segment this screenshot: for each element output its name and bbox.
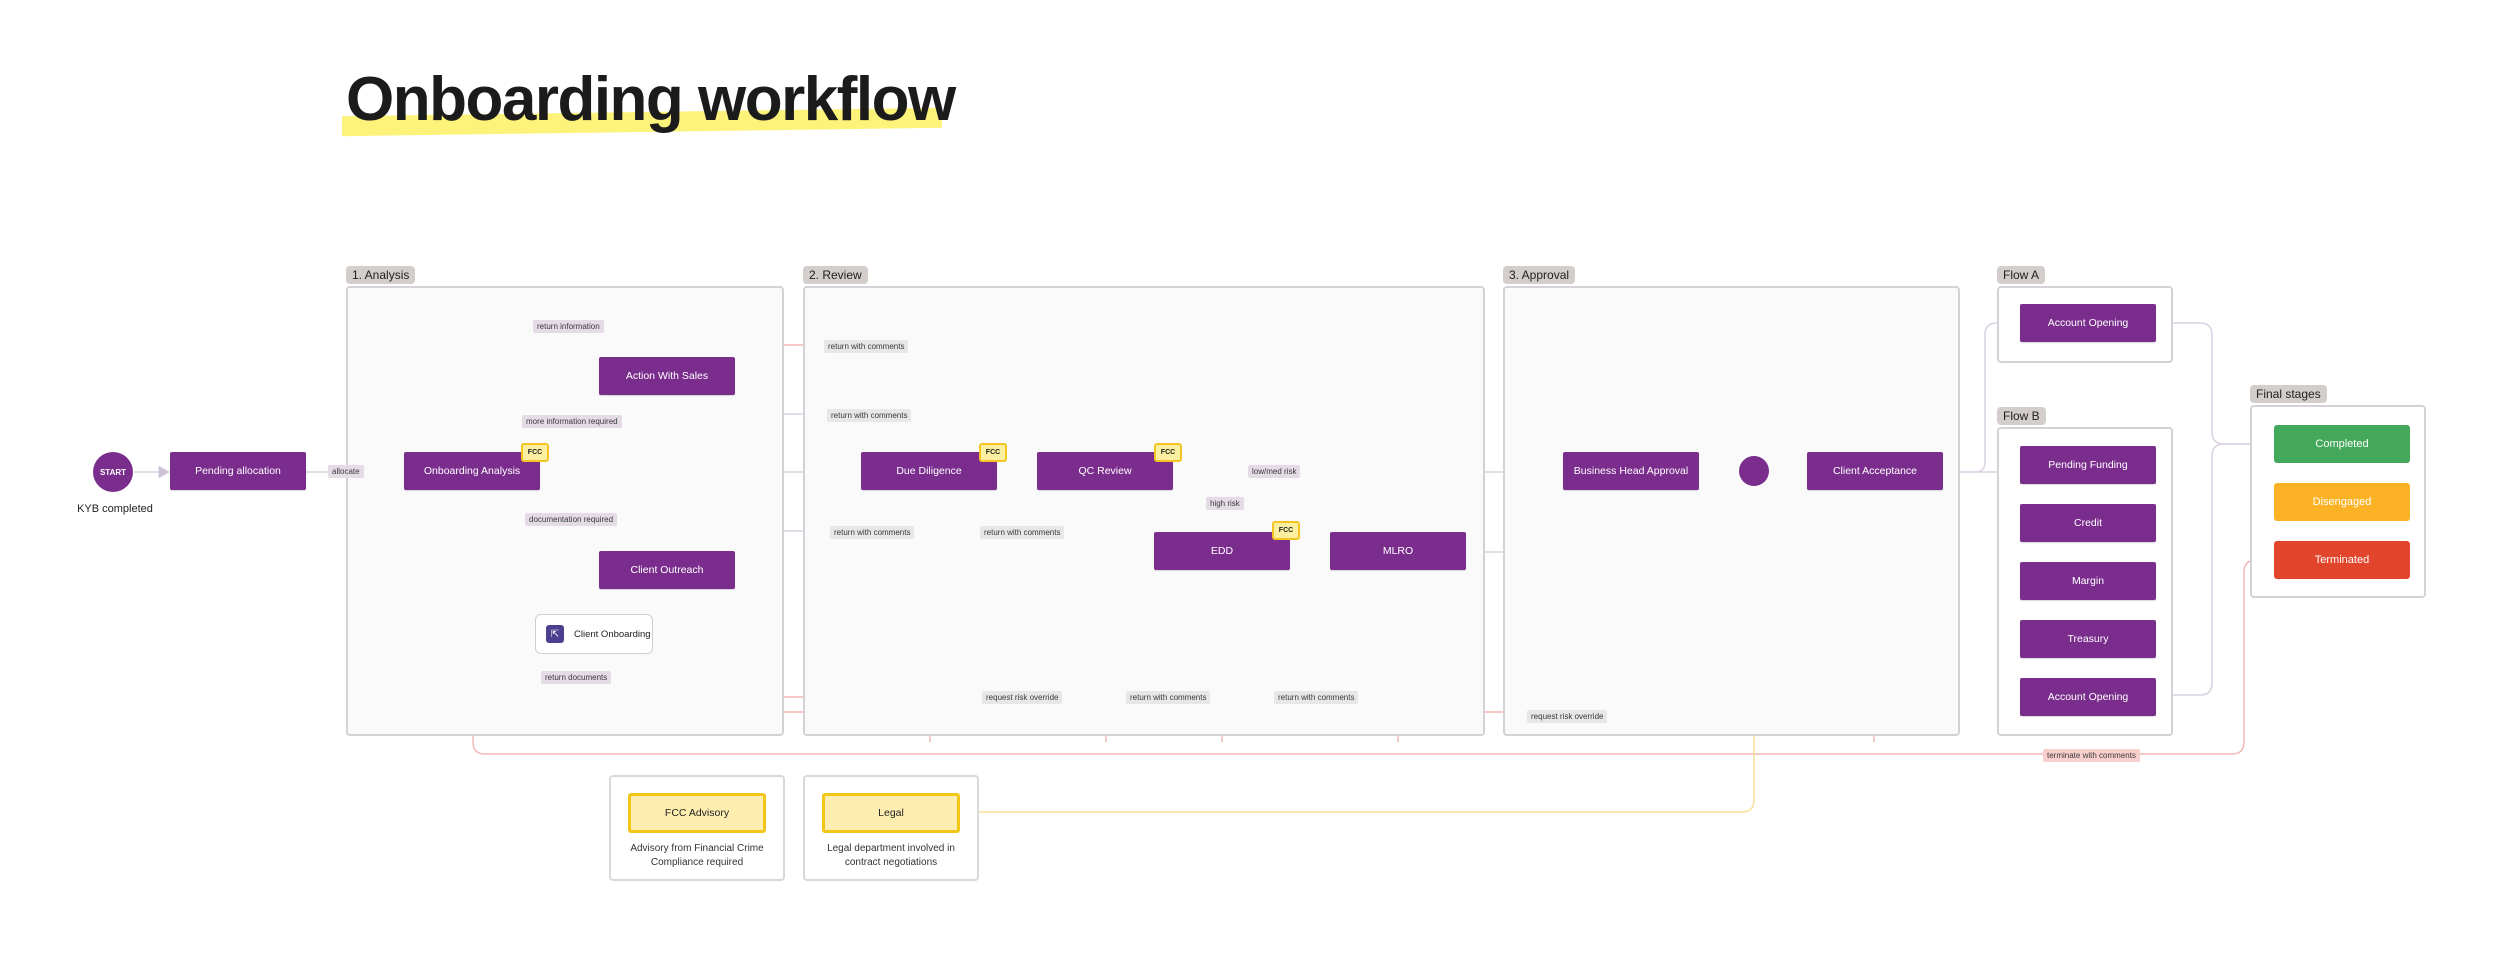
node-business-head-approval[interactable]: Business Head Approval <box>1563 452 1699 490</box>
node-qc-review[interactable]: QC Review <box>1037 452 1173 490</box>
section-label-review: 2. Review <box>803 266 868 284</box>
client-onboarding-icon: ⇱ <box>546 625 564 643</box>
section-label-approval: 3. Approval <box>1503 266 1576 284</box>
edge-label-return-information: return information <box>533 320 604 333</box>
node-edd[interactable]: EDD <box>1154 532 1290 570</box>
node-action-with-sales[interactable]: Action With Sales <box>599 357 735 395</box>
edge-label-request-risk-override-2: request risk override <box>1527 710 1608 723</box>
node-credit[interactable]: Credit <box>2020 504 2156 542</box>
edge-label-high-risk: high risk <box>1206 497 1244 510</box>
legend-fcc-advisory-desc: Advisory from Financial Crime Compliance… <box>630 843 764 868</box>
edge-label-allocate: allocate <box>328 465 364 478</box>
node-mlro[interactable]: MLRO <box>1330 532 1466 570</box>
legend-legal-card: Legal <box>822 793 960 833</box>
node-client-outreach[interactable]: Client Outreach <box>599 551 735 589</box>
edge-label-terminate-with-comments: terminate with comments <box>2043 749 2140 762</box>
page-title: Onboarding workflow <box>346 65 956 134</box>
final-disengaged[interactable]: Disengaged <box>2274 483 2410 521</box>
client-onboarding-label: Client Onboarding <box>574 628 651 640</box>
edge-label-return-with-comments-2: return with comments <box>827 409 912 422</box>
edge-label-low-med-risk: low/med risk <box>1248 465 1301 478</box>
section-label-flow-b: Flow B <box>1997 407 2046 425</box>
node-margin[interactable]: Margin <box>2020 562 2156 600</box>
final-completed[interactable]: Completed <box>2274 425 2410 463</box>
start-node[interactable]: START <box>93 452 133 492</box>
section-label-final-stages: Final stages <box>2250 385 2327 403</box>
node-pending-allocation[interactable]: Pending allocation <box>170 452 306 490</box>
node-onboarding-analysis[interactable]: Onboarding Analysis <box>404 452 540 490</box>
edge-label-documentation-required: documentation required <box>525 513 618 526</box>
node-treasury[interactable]: Treasury <box>2020 620 2156 658</box>
legend-legal-desc: Legal department involved in contract ne… <box>827 843 955 868</box>
edge-label-return-with-comments-1: return with comments <box>824 340 909 353</box>
node-client-acceptance[interactable]: Client Acceptance <box>1807 452 1943 490</box>
final-terminated[interactable]: Terminated <box>2274 541 2410 579</box>
section-analysis <box>346 286 784 736</box>
fcc-badge-due-diligence: FCC <box>979 443 1007 462</box>
edge-label-return-documents: return documents <box>541 671 612 684</box>
fcc-badge-edd: FCC <box>1272 521 1300 540</box>
legal-edge <box>960 488 1760 813</box>
fcc-badge-qc-review: FCC <box>1154 443 1182 462</box>
merge-node <box>1739 456 1769 486</box>
node-pending-funding[interactable]: Pending Funding <box>2020 446 2156 484</box>
edge-label-more-information-required: more information required <box>522 415 622 428</box>
node-flow-b-account-opening[interactable]: Account Opening <box>2020 678 2156 716</box>
fcc-badge-onboarding-analysis: FCC <box>521 443 549 462</box>
edge-label-return-with-comments-4: return with comments <box>980 526 1065 539</box>
edge-label-return-with-comments-3: return with comments <box>830 526 915 539</box>
section-review <box>803 286 1485 736</box>
start-caption: KYB completed <box>77 503 153 515</box>
edge-label-return-with-comments-5: return with comments <box>1126 691 1211 704</box>
client-onboarding-card[interactable]: ⇱ Client Onboarding <box>535 614 653 654</box>
edge-label-request-risk-override-1: request risk override <box>982 691 1063 704</box>
section-label-analysis: 1. Analysis <box>346 266 416 284</box>
node-flow-a-account-opening[interactable]: Account Opening <box>2020 304 2156 342</box>
legend-fcc-advisory-card: FCC Advisory <box>628 793 766 833</box>
edge-label-return-with-comments-6: return with comments <box>1274 691 1359 704</box>
section-label-flow-a: Flow A <box>1997 266 2046 284</box>
title-block: Onboarding workflow <box>342 64 956 144</box>
node-due-diligence[interactable]: Due Diligence <box>861 452 997 490</box>
section-approval <box>1503 286 1960 736</box>
